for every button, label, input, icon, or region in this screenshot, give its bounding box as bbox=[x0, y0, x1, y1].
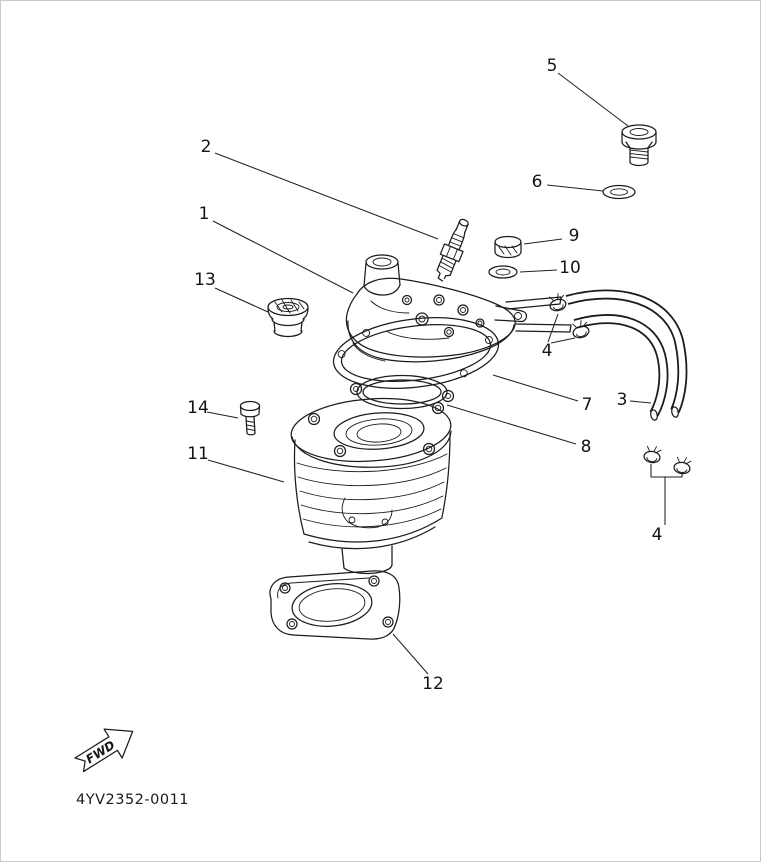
hose-clamp bbox=[549, 293, 567, 312]
part-label-4-lower: 4 bbox=[652, 525, 663, 545]
part-label-5: 5 bbox=[547, 56, 558, 76]
bolt-part-5 bbox=[621, 124, 657, 167]
spark-plug-part-2 bbox=[436, 218, 469, 282]
oring-part-8 bbox=[349, 374, 455, 410]
cylinder-head-part-1 bbox=[345, 254, 572, 363]
washer-part-10 bbox=[488, 265, 518, 279]
hose-clamp bbox=[673, 456, 692, 475]
part-label-4-upper: 4 bbox=[542, 341, 553, 361]
part-label-1: 1 bbox=[199, 204, 210, 224]
base-gasket-part-12 bbox=[269, 570, 401, 640]
part-label-11: 11 bbox=[187, 444, 209, 464]
head-gasket-part-7 bbox=[332, 317, 500, 389]
part-label-14: 14 bbox=[187, 398, 209, 418]
part-label-8: 8 bbox=[581, 437, 592, 457]
part-label-6: 6 bbox=[532, 172, 543, 192]
part-labels: 1 2 3 4 4 5 6 7 8 9 10 11 12 13 14 bbox=[187, 56, 662, 694]
part-label-2: 2 bbox=[201, 137, 212, 157]
leader-lines bbox=[206, 72, 683, 675]
cylinder-part-11 bbox=[290, 397, 452, 575]
part-label-13: 13 bbox=[194, 270, 216, 290]
catalog-code: 4YV2352-0011 bbox=[76, 792, 189, 808]
part-label-12: 12 bbox=[422, 674, 444, 694]
hose-clamp bbox=[643, 445, 662, 464]
hose-clamp bbox=[572, 320, 590, 339]
part-label-10: 10 bbox=[559, 258, 581, 278]
part-label-7: 7 bbox=[582, 395, 593, 415]
grommet-part-13 bbox=[267, 297, 309, 338]
fwd-arrow: FWD bbox=[74, 728, 134, 773]
hose-pair bbox=[565, 289, 688, 421]
washer-part-6 bbox=[602, 184, 636, 200]
cap-part-9 bbox=[494, 235, 522, 259]
part-label-3: 3 bbox=[617, 390, 628, 410]
part-label-9: 9 bbox=[569, 226, 580, 246]
bolt-part-14 bbox=[239, 400, 261, 436]
